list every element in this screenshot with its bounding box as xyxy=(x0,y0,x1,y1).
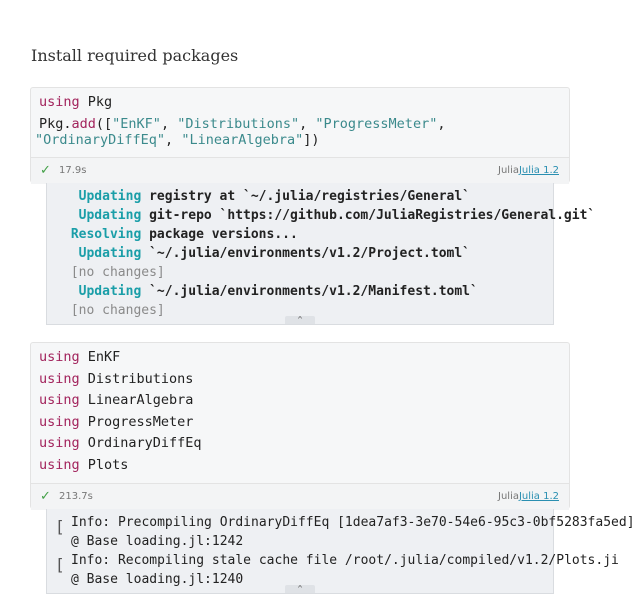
string-literal: "ProgressMeter" xyxy=(315,116,438,132)
collapse-output-button[interactable]: ^ xyxy=(285,585,315,593)
code-text: , xyxy=(165,132,182,148)
success-check-icon: ✓ xyxy=(40,489,51,504)
log-info-line: Info: Precompiling OrdinaryDiffEq [1dea7… xyxy=(71,515,635,530)
output-line: Updating registry at `~/.julia/registrie… xyxy=(63,189,471,204)
kernel-link[interactable]: Julia 1.2 xyxy=(518,165,559,176)
code-text: , xyxy=(299,116,316,132)
code-text: Pkg xyxy=(79,94,113,110)
cell-language: Julia xyxy=(498,491,519,502)
run-time: 213.7s xyxy=(59,491,93,502)
log-bracket: [ xyxy=(55,517,65,536)
output-line: Updating git-repo `https://github.com/Ju… xyxy=(63,208,596,223)
cell-output-install[interactable]: Updating registry at `~/.julia/registrie… xyxy=(46,183,596,325)
function-name: add xyxy=(71,116,96,132)
run-time: 17.9s xyxy=(59,165,87,176)
collapse-output-button[interactable]: ^ xyxy=(285,316,315,324)
cell-footer: ✓ 213.7s Julia Julia 1.2 xyxy=(31,483,569,510)
log-source-line: @ Base loading.jl:1242 xyxy=(71,534,244,549)
string-literal: "LinearAlgebra" xyxy=(181,132,304,148)
string-literal: "OrdinaryDiffEq" xyxy=(35,132,166,148)
code-text: Pkg. xyxy=(39,116,72,132)
section-heading: Install required packages xyxy=(31,46,239,65)
string-literal: "Distributions" xyxy=(177,116,300,132)
keyword: using xyxy=(39,94,80,110)
cell-output-imports[interactable]: [ Info: Precompiling OrdinaryDiffEq [1de… xyxy=(46,509,635,594)
output-line: [no changes] xyxy=(63,303,165,318)
log-source-line: @ Base loading.jl:1240 xyxy=(71,572,244,587)
code-text: , xyxy=(160,116,178,132)
code-text: ([ xyxy=(95,116,113,132)
cell-language: Julia xyxy=(498,165,519,176)
code-text: ]) xyxy=(303,132,320,148)
log-bracket: [ xyxy=(55,555,65,574)
log-info-line: Info: Recompiling stale cache file /root… xyxy=(71,553,619,568)
code-text: , xyxy=(437,116,446,132)
output-line: Updating `~/.julia/environments/v1.2/Pro… xyxy=(63,246,471,261)
success-check-icon: ✓ xyxy=(40,163,51,178)
string-literal: "EnKF" xyxy=(112,116,161,132)
kernel-link[interactable]: Julia 1.2 xyxy=(518,491,559,502)
output-line: Resolving package versions... xyxy=(63,227,298,242)
output-line: [no changes] xyxy=(63,265,165,280)
cell-footer: ✓ 17.9s Julia Julia 1.2 xyxy=(31,157,569,184)
output-line: Updating `~/.julia/environments/v1.2/Man… xyxy=(63,284,478,299)
